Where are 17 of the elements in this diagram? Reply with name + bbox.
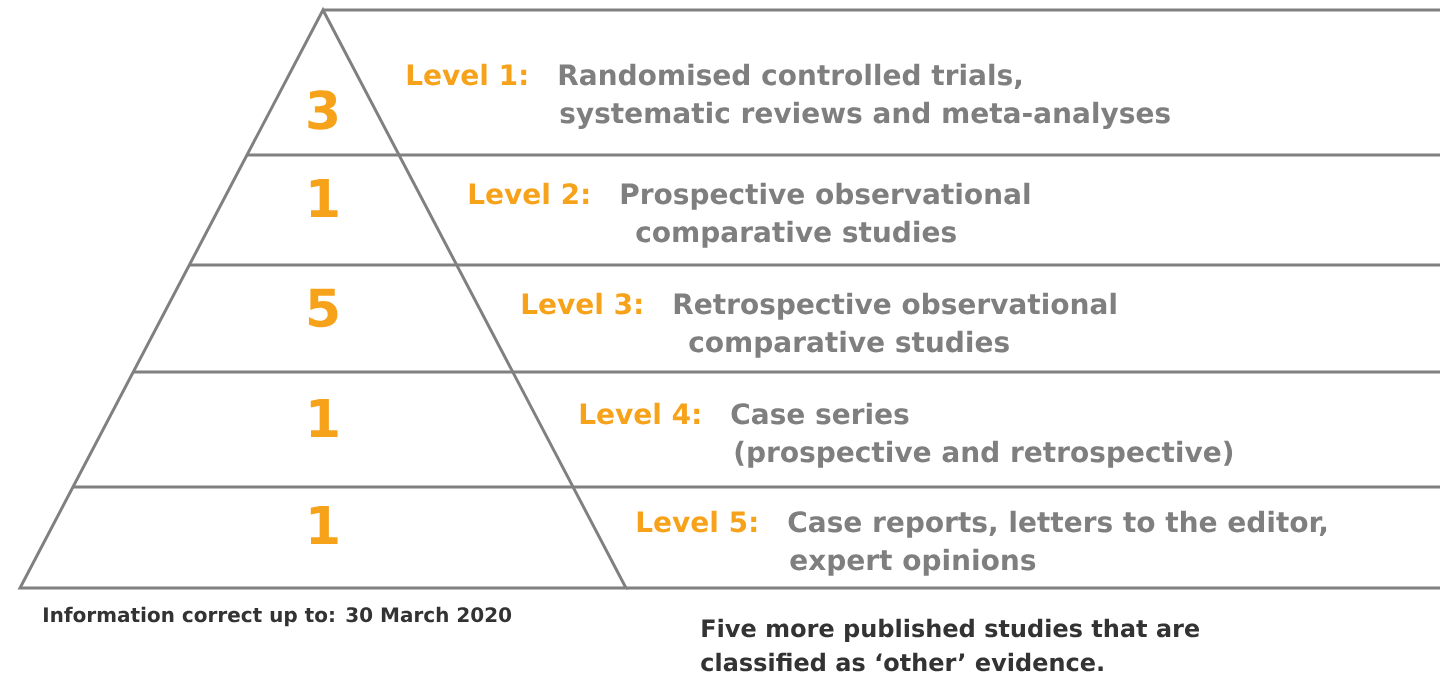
level-label: Level 4:: [580, 402, 700, 425]
tier-count: 1: [310, 179, 338, 217]
level-label: Level 3:: [522, 292, 642, 315]
tier-count: 5: [308, 288, 338, 328]
level-label: Level 5:: [637, 510, 757, 533]
level-description: Randomised controlled trials, systematic reviews and meta-analyses: [559, 63, 1170, 130]
tier-count: 1: [310, 399, 338, 437]
footnote-text: Information correct up to: 30 March 2020: [44, 606, 512, 627]
level-description: Case reports, letters to the editor, expert opinions: [788, 510, 1327, 576]
level-label: Level 1:: [407, 63, 527, 86]
note-text: Five more published studies that are classified as ‘other’ evidence.: [701, 618, 1200, 672]
level-description: Case series (prospective and retrospective): [731, 402, 1233, 468]
level-description: Prospective observational comparative studies: [621, 182, 1030, 248]
tier-count: 1: [310, 506, 338, 544]
level-label: Level 2:: [469, 182, 589, 205]
tier-count: 3: [308, 90, 337, 130]
level-description: Retrospective observational comparative studies: [674, 292, 1116, 358]
